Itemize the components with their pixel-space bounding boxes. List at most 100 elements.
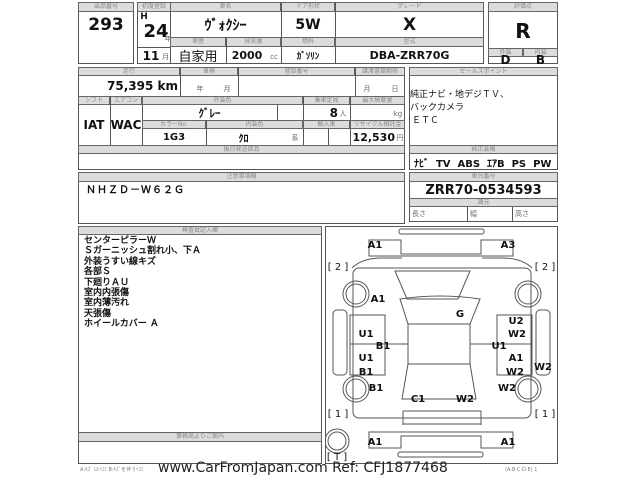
- divider: [328, 129, 329, 145]
- ac-label: エアコン: [110, 96, 142, 105]
- shift: IAT: [83, 118, 105, 132]
- inspector-line: 室内内張傷: [84, 288, 130, 299]
- divider: [137, 47, 171, 48]
- width-label: 幅: [470, 210, 477, 218]
- damage-label: [ 2 ]: [327, 262, 349, 273]
- inspector-line: 下廻りＡＵ: [84, 277, 130, 288]
- doc-day-unit: 日: [391, 85, 399, 93]
- damage-label: W2: [534, 362, 552, 373]
- mileage-label: 走行: [78, 67, 180, 76]
- notes-text: ＮＨＺＤ－Ｗ６２Ｇ: [86, 185, 185, 196]
- divider: [355, 67, 356, 96]
- height-label: 高さ: [515, 210, 529, 218]
- divider: [277, 105, 278, 120]
- damage-label: C1: [410, 394, 426, 405]
- capacity-unit: 人: [339, 110, 347, 118]
- model-code: DBA-ZRR70G: [369, 49, 450, 62]
- inspector-line: センターピラーＷ: [84, 236, 157, 246]
- capacity: 8: [329, 105, 338, 120]
- reg-year: 24: [143, 20, 169, 42]
- insp-year-unit: 年: [196, 85, 204, 93]
- recycle-label: リサイクル預託金: [350, 120, 405, 129]
- damage-label: W2: [498, 383, 516, 394]
- divider: [512, 207, 513, 222]
- spec-label: 諸元: [409, 198, 558, 207]
- damage-label: A1: [367, 437, 383, 448]
- door-type: 5W: [295, 16, 321, 33]
- divider: [226, 37, 227, 64]
- car-name-label: 車名: [170, 2, 281, 12]
- air-conditioner: WAC: [110, 118, 142, 132]
- legend-tail: (A·B·C·D·E) 1: [505, 467, 538, 473]
- doc-month-unit: 月: [363, 85, 371, 93]
- capacity-label: 乗車定員: [303, 96, 350, 105]
- door-label: ドア形状: [281, 2, 335, 12]
- displacement-label: 排気量: [226, 37, 281, 47]
- damage-label: U1: [491, 341, 507, 352]
- inspection-label: 車検: [180, 67, 238, 76]
- inspector-notes: センターピラーＷ Ｓガーニッシュ割れ小、下Ａ 外装うすい線キズ 各部Ｓ 下廻りＡ…: [84, 236, 201, 330]
- divider: [110, 96, 111, 145]
- divider: [238, 67, 239, 96]
- kg-unit: kg: [393, 110, 403, 118]
- damage-label: W2: [506, 367, 524, 378]
- overall-score: R: [515, 18, 531, 43]
- import-label: 輸入車: [303, 120, 350, 129]
- damage-label: A3: [500, 240, 516, 251]
- damage-label: [ 1 ]: [534, 409, 556, 420]
- legend-text: A:ｷｽﾞ U:ﾍｺﾐ B:ｷｽﾞを伴うﾍｺﾐ: [80, 467, 144, 473]
- int-color-unit: 系: [291, 134, 299, 142]
- sales-point-line: ＥＴＣ: [412, 116, 440, 126]
- sales-points-label: セールスポイント: [409, 67, 558, 76]
- interior-color: ｸﾛ: [238, 133, 249, 145]
- exterior-color: ｸﾞﾚｰ: [198, 106, 221, 120]
- inspector-line: 天張傷: [84, 308, 112, 319]
- recycle-fee: 12,530: [352, 130, 395, 144]
- damage-label: B1: [358, 367, 374, 378]
- damage-label: U2: [508, 316, 524, 327]
- vehicle-cell: [137, 2, 484, 64]
- damage-label: A1: [367, 240, 383, 251]
- int-color-label: 内装色: [206, 120, 303, 129]
- damage-label: [ 2 ]: [534, 262, 556, 273]
- insp-month-unit: 月: [223, 85, 231, 93]
- equipment: ﾅﾋﾞ TV ABS ｴｱB PS PW: [414, 158, 552, 170]
- watermark: www.CarFromJapan.com Ref: CFJ1877468: [158, 460, 448, 476]
- car-name: ｳﾞｫｸｼｰ: [204, 17, 247, 34]
- divider: [467, 207, 468, 222]
- yen-unit: 円: [396, 134, 404, 142]
- exterior-grade: D: [500, 53, 511, 67]
- fuel-label: 燃料: [281, 37, 335, 47]
- inspector-line: ホイールカバー Ａ: [84, 319, 159, 330]
- divider: [281, 2, 282, 64]
- inspector-line: 各部Ｓ: [84, 267, 112, 278]
- era: H: [140, 12, 148, 22]
- damage-label: W2: [456, 394, 474, 405]
- office-label: 事務局よりご案内: [78, 432, 322, 442]
- damage-diagram: [325, 226, 558, 464]
- interior-grade: B: [535, 53, 546, 67]
- inspector-line: 室内薄汚れ: [84, 298, 130, 309]
- inspector-label: 検査員記入欄: [78, 226, 322, 235]
- reg-month: 11: [142, 49, 160, 63]
- int-label: 内装: [523, 48, 558, 57]
- car-outline-icon: [325, 228, 551, 458]
- damage-label: U1: [358, 329, 374, 340]
- chassis-label: 車台番号: [409, 172, 558, 182]
- divider: [206, 120, 207, 145]
- later-parts-label: 後日発送部品: [78, 145, 405, 154]
- damage-label: B1: [375, 341, 391, 352]
- damage-label: G: [455, 309, 465, 320]
- grade: X: [402, 14, 417, 35]
- inspector-box: [78, 226, 322, 464]
- notes-label: 注意事項欄: [78, 172, 405, 182]
- fuel: ｶﾞｿﾘﾝ: [296, 52, 320, 62]
- length-label: 長さ: [412, 210, 426, 218]
- damage-label: U1: [358, 353, 374, 364]
- color-no-label: カラーNo.: [142, 120, 206, 129]
- model-label: 型式: [335, 37, 484, 47]
- shift-label: シフト: [78, 96, 110, 105]
- cc-unit: cc: [270, 53, 278, 61]
- history-label: 車歴: [170, 37, 226, 47]
- max-load-label: 最大積載量: [350, 96, 405, 105]
